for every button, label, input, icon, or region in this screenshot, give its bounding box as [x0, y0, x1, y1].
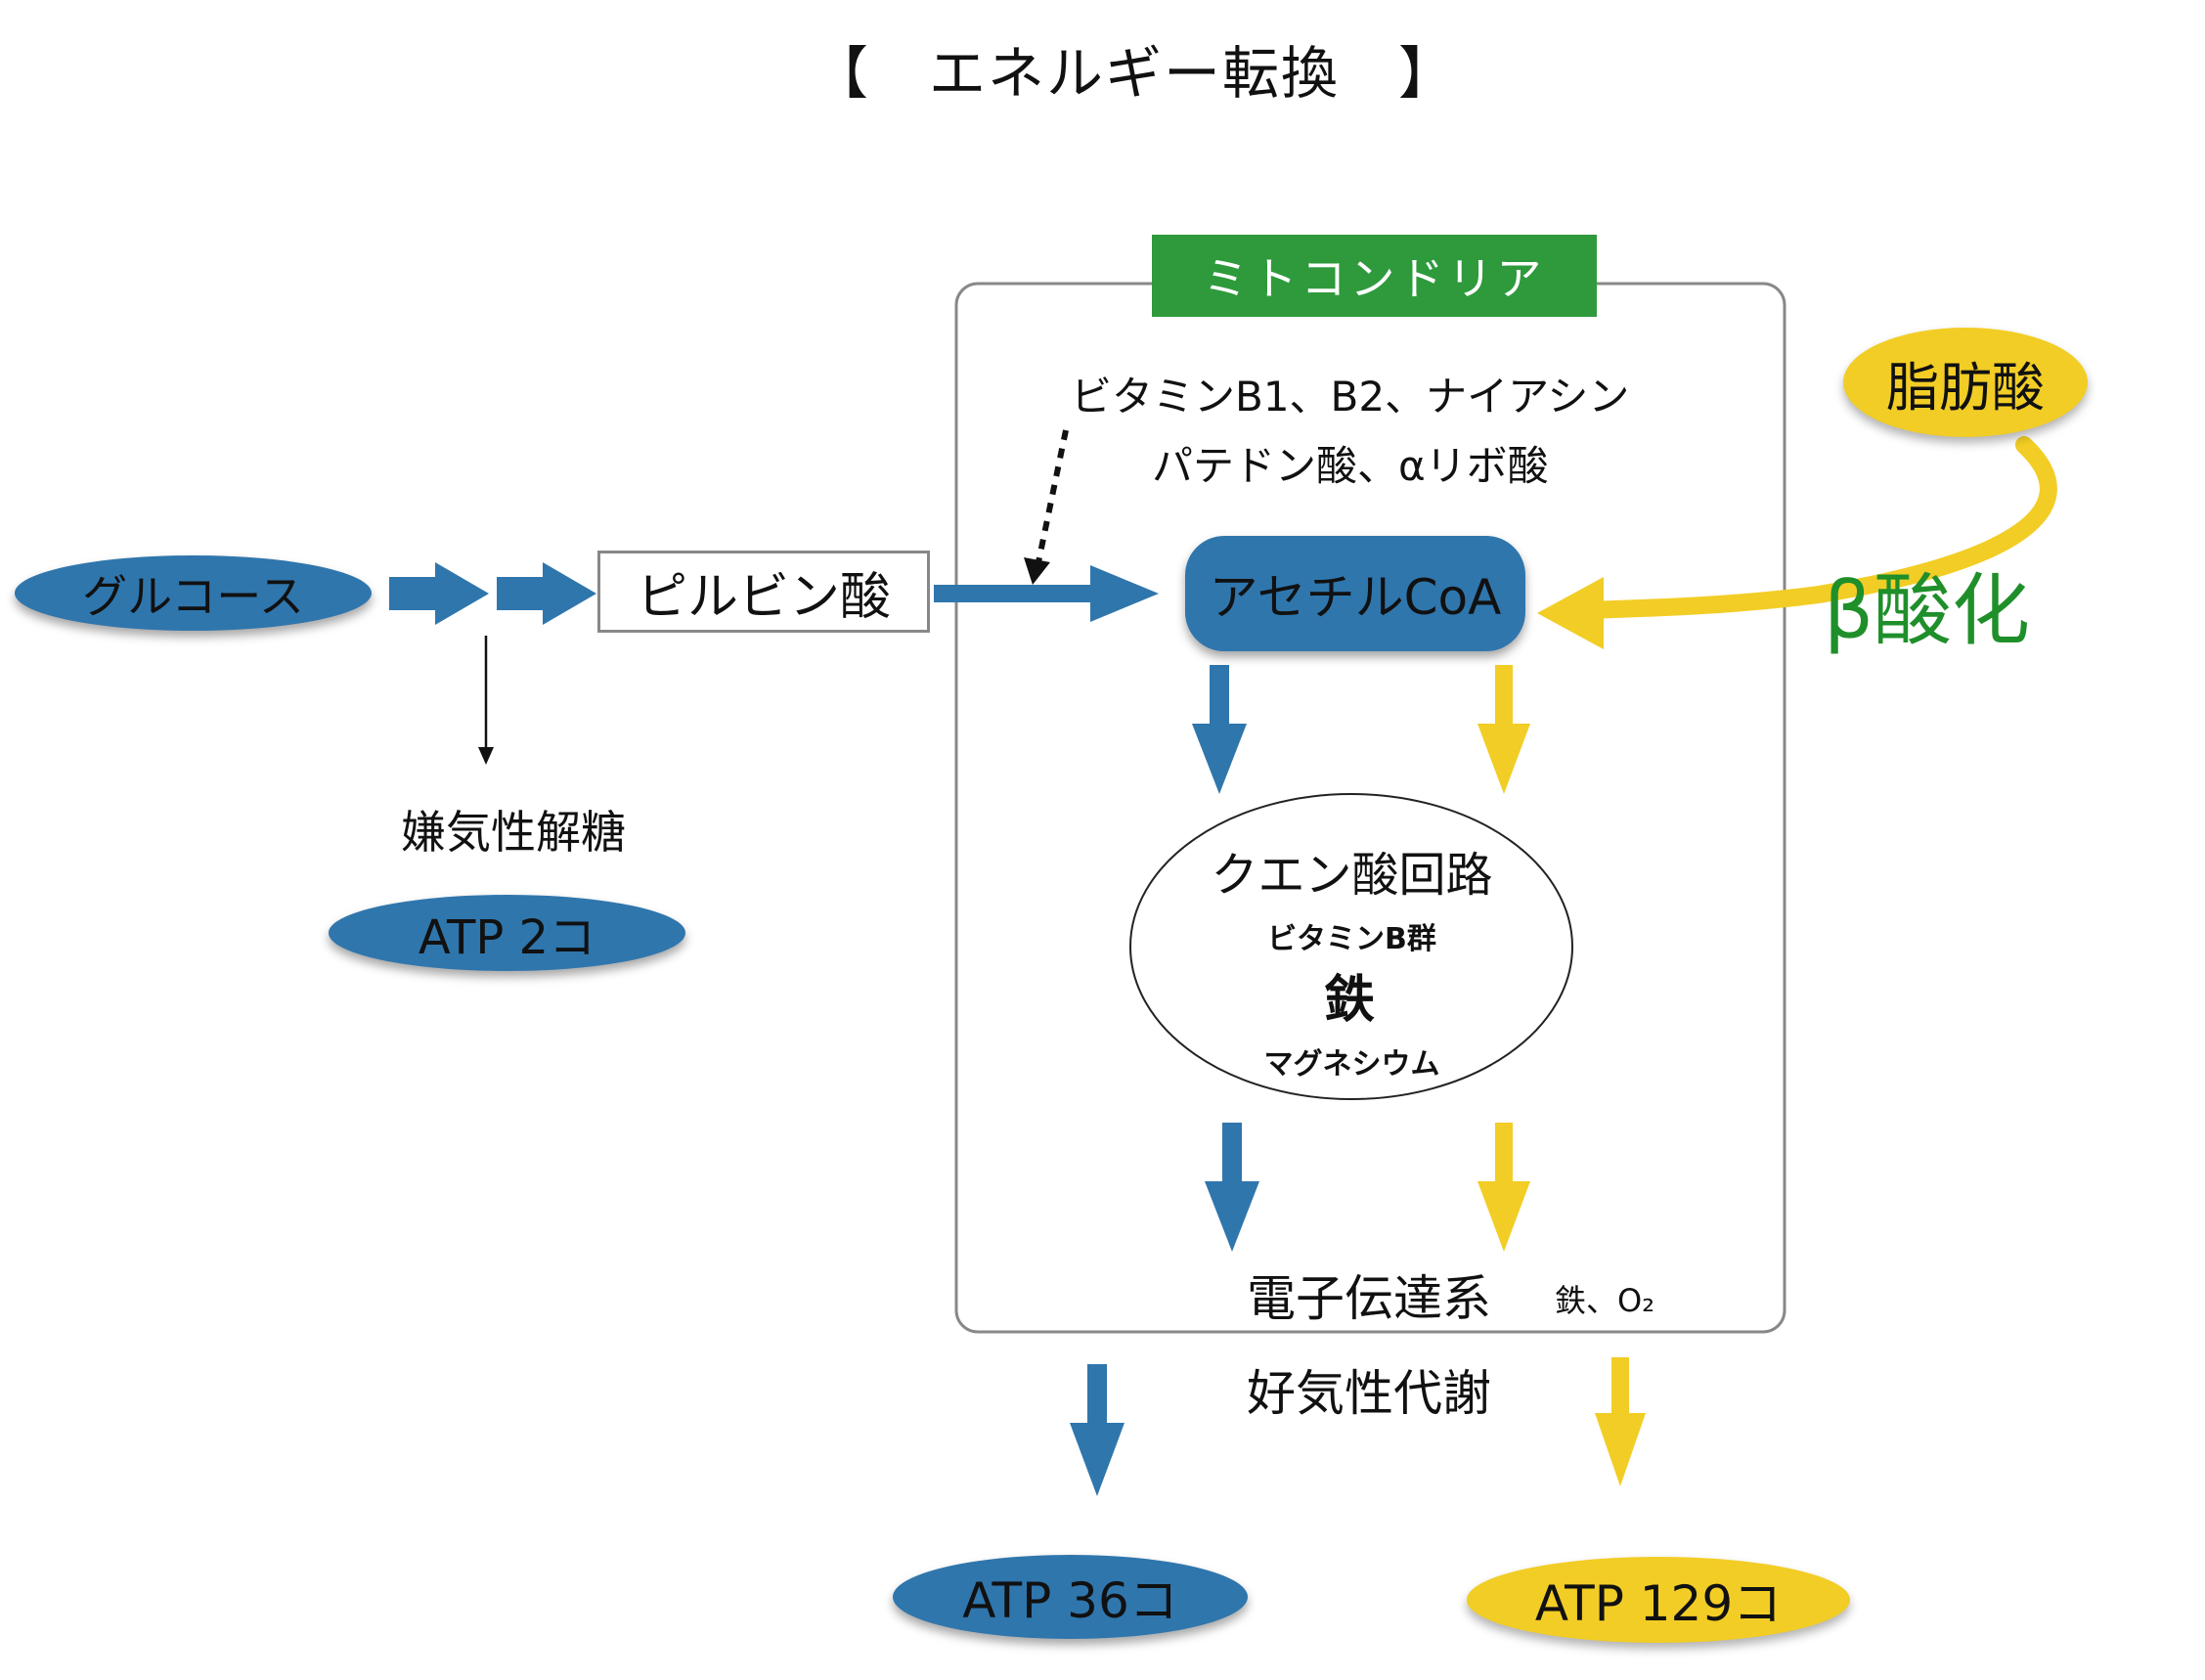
anaerobic-arrow-head — [478, 747, 494, 765]
cofactors-line-2: パテドン酸、αリボ酸 — [1152, 442, 1549, 490]
cofactor-arrow-head — [1024, 557, 1050, 585]
pyruvate-to-acetyl-shaft — [934, 585, 1095, 602]
beta-oxidation-label: β酸化 — [1824, 565, 2031, 656]
atp-anaerobic-node: ATP 2コ — [329, 895, 685, 971]
krebs-iron: 鉄 — [1323, 971, 1375, 1030]
blue-down-arrow-1-head — [1192, 724, 1247, 794]
krebs-magnesium: マグネシウム — [1263, 1047, 1440, 1082]
blue-down-arrow-2-shaft — [1222, 1123, 1242, 1186]
acetyl-coa-label: アセチルCoA — [1209, 569, 1502, 626]
atp-aerobic-yellow-node: ATP 129コ — [1467, 1557, 1850, 1643]
beta-oxidation-curve — [1575, 436, 2057, 619]
pyruvate-node: ピルビン酸 — [597, 551, 930, 633]
atp-aerobic-blue-label: ATP 36コ — [962, 1572, 1178, 1629]
blue-arrow-2 — [497, 562, 596, 625]
yellow-down-arrow-3-shaft — [1611, 1357, 1629, 1418]
yellow-down-arrow-1-head — [1477, 724, 1530, 794]
anaerobic-label: 嫌気性解糖 — [401, 806, 626, 859]
fatty-acid-label: 脂肪酸 — [1886, 356, 2045, 419]
aerobic-label: 好気性代謝 — [1247, 1365, 1491, 1422]
yellow-down-arrow-3-head — [1595, 1413, 1646, 1486]
krebs-vitamin-b: ビタミンB群 — [1267, 922, 1436, 956]
electron-cofactors-label: 鉄、O₂ — [1555, 1282, 1655, 1319]
pyruvate-to-acetyl-head — [1090, 565, 1159, 622]
glucose-node: グルコース — [15, 555, 372, 631]
yellow-down-arrow-1-shaft — [1495, 665, 1513, 729]
fatty-acid-node: 脂肪酸 — [1843, 328, 2088, 437]
yellow-down-arrow-2-head — [1477, 1181, 1530, 1252]
electron-transport-label: 電子伝達系 — [1247, 1270, 1491, 1327]
atp-anaerobic-label: ATP 2コ — [418, 910, 596, 965]
yellow-down-arrow-2-shaft — [1495, 1123, 1513, 1186]
mitochondria-label: ミトコンドリア — [1152, 235, 1597, 317]
atp-aerobic-blue-node: ATP 36コ — [893, 1555, 1248, 1639]
blue-down-arrow-1-shaft — [1210, 665, 1229, 729]
acetyl-coa-node: アセチルCoA — [1185, 536, 1525, 651]
atp-aerobic-yellow-label: ATP 129コ — [1534, 1575, 1783, 1632]
glucose-label: グルコース — [82, 569, 304, 623]
blue-arrow-1 — [389, 562, 489, 625]
blue-down-arrow-3-head — [1070, 1423, 1125, 1496]
krebs-title: クエン酸回路 — [1211, 848, 1493, 903]
page-title: 【 エネルギー転換 】 — [811, 40, 1457, 107]
blue-down-arrow-3-shaft — [1087, 1364, 1107, 1428]
beta-oxidation-arrowhead — [1537, 577, 1604, 649]
pyruvate-label: ピルビン酸 — [636, 567, 891, 627]
blue-down-arrow-2-head — [1205, 1181, 1259, 1252]
cofactor-dotted-arrow — [1036, 429, 1069, 563]
cofactors-line-1: ビタミンB1、B2、ナイアシン — [1071, 373, 1630, 420]
krebs-ellipse — [1129, 793, 1573, 1100]
